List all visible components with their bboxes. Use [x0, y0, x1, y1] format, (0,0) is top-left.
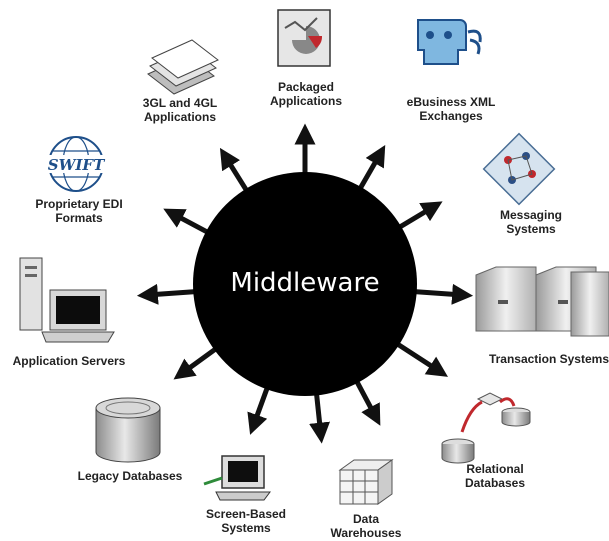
connector-arrow [219, 147, 250, 194]
middleware-hub [193, 172, 417, 396]
label-packaged-applications: Packaged Applications [269, 80, 342, 108]
label-legacy-databases: Legacy Databases [77, 469, 183, 483]
label-ebusiness-xml: eBusiness XML Exchanges [406, 95, 496, 123]
terminal-icon [203, 455, 271, 501]
relational-db-icon [441, 392, 531, 464]
connector-arrow [412, 283, 474, 305]
middleware-label: Middleware [230, 268, 380, 298]
swift-logo-text: SWIFT [48, 156, 106, 174]
label-3gl-4gl: 3GL and 4GL Applications [142, 96, 218, 124]
connector-arrow [173, 345, 220, 380]
connector-arrows [136, 123, 474, 444]
packaged-apps-icon [277, 9, 331, 67]
label-proprietary-edi: Proprietary EDI Formats [35, 197, 123, 225]
connector-arrow [163, 208, 211, 236]
server-rack-icon [475, 266, 609, 337]
label-transaction-systems: Transaction Systems [488, 352, 609, 366]
swift-globe-icon: SWIFT [47, 136, 106, 192]
database-cylinder-icon [95, 397, 161, 463]
data-cube-icon [338, 459, 394, 505]
label-messaging-systems: Messaging Systems [499, 208, 562, 236]
connector-arrow [247, 384, 271, 435]
connector-arrow [396, 201, 443, 231]
stacked-papers-icon [147, 39, 219, 95]
label-screen-based-systems: Screen-Based Systems [205, 507, 287, 535]
messaging-icon [482, 132, 556, 206]
connector-arrow [353, 378, 381, 426]
connector-arrow [136, 283, 198, 305]
label-data-warehouses: Data Warehouses [330, 512, 402, 540]
connector-arrow [309, 391, 331, 444]
connector-arrow [394, 340, 448, 377]
label-application-servers: Application Servers [12, 354, 126, 368]
app-server-icon [19, 257, 115, 343]
connector-arrow [356, 145, 386, 192]
label-relational-databases: Relational Databases [464, 462, 526, 490]
xml-exchange-icon [417, 19, 482, 65]
